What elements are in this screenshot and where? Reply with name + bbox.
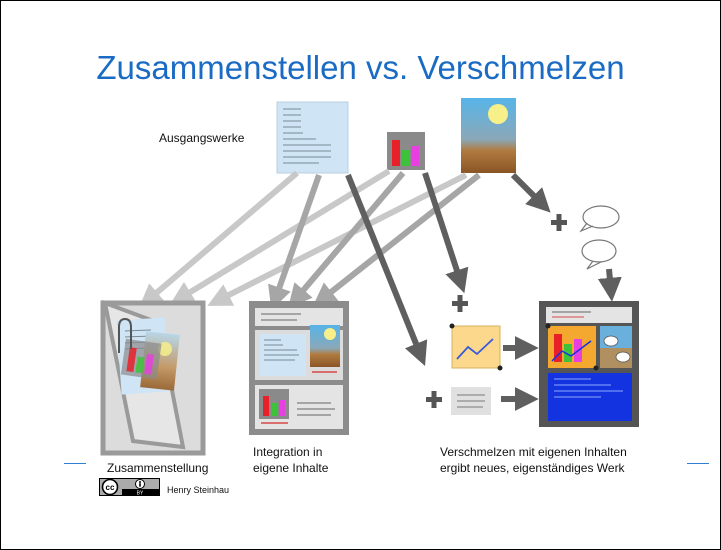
- bar-chart-icon: [392, 140, 419, 166]
- author-name: Henry Steinhau: [167, 485, 230, 495]
- arrow-image-to-merge: [510, 172, 551, 213]
- arrow-chart-to-merge: [422, 172, 469, 294]
- compilation-caption: Zusammenstellung: [107, 461, 209, 475]
- speech-bubble-icon: [579, 205, 620, 270]
- arrow-text-to-compilation: [138, 170, 299, 309]
- landscape-image-icon: [488, 104, 508, 124]
- left-rule: [64, 463, 86, 464]
- cc-by-license-icon: cc BY: [99, 478, 160, 496]
- source-text-document: [276, 101, 349, 174]
- arrow-text-to-merge: [345, 173, 428, 367]
- arrow-chart-to-integration: [288, 171, 406, 309]
- text-block: [451, 387, 491, 415]
- line-chart-icon: [449, 323, 503, 371]
- arrow-image-to-compilation: [207, 172, 468, 306]
- arrow-comments-to-merge: [597, 268, 622, 302]
- slide-title: Zusammenstellen vs. Verschmelzen: [96, 49, 625, 86]
- merged-work: [539, 301, 639, 427]
- merge-caption-line2: ergibt neues, eigenständiges Werk: [440, 461, 625, 475]
- arrow-text-to-integration: [268, 174, 322, 311]
- text-document-icon: [283, 108, 331, 164]
- merge-caption-line1: Verschmelzen mit eigenen Inhalten: [440, 445, 627, 459]
- cc-by-text: BY: [137, 490, 144, 496]
- source-bar-chart: [387, 132, 425, 170]
- right-rule: [687, 463, 709, 464]
- source-works-label: Ausgangswerke: [159, 131, 245, 145]
- arrow-image-to-integration: [312, 172, 481, 307]
- paperclip-icon: [118, 317, 132, 353]
- integration-caption-line2: eigene Inhalte: [253, 461, 329, 475]
- cc-badge-text: cc: [106, 483, 115, 492]
- source-landscape-image: [461, 98, 516, 173]
- compilation-folder: [100, 299, 206, 456]
- plus-icon: [426, 214, 567, 408]
- integration-caption-line1: Integration in: [253, 445, 323, 459]
- integration-document: [249, 301, 349, 435]
